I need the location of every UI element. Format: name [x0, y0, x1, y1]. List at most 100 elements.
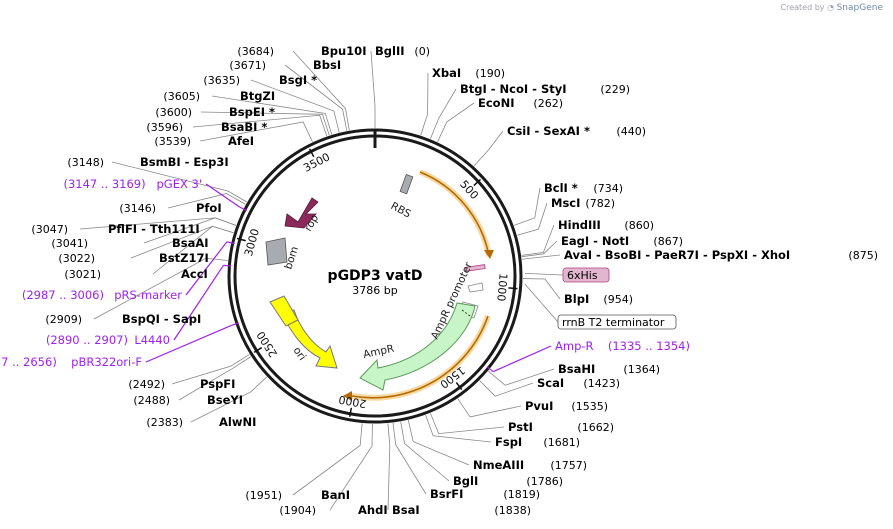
- primer-leader: [205, 183, 240, 208]
- enzyme-position: (1786): [526, 475, 563, 488]
- enzyme-name: PspFI: [200, 377, 235, 391]
- primer-name: pRS-marker: [114, 288, 182, 302]
- enzyme-leader: [329, 423, 373, 511]
- enzyme-leader: [517, 202, 548, 236]
- enzyme-site[interactable]: BglII(0): [375, 44, 430, 58]
- primer-site[interactable]: Amp-R(1335 .. 1354): [555, 339, 690, 353]
- enzyme-leader: [522, 254, 561, 260]
- primer-site[interactable]: L4440(2890 .. 2907): [46, 333, 170, 347]
- enzyme-site[interactable]: CsiI - SexAI *(440): [507, 124, 646, 138]
- primer-mark: [231, 322, 240, 327]
- enzyme-site[interactable]: (3635)BsgI *: [203, 73, 317, 87]
- enzyme-site[interactable]: (1904)AhdI: [279, 503, 387, 517]
- primer-range: (2890 .. 2907): [46, 333, 128, 347]
- enzyme-site[interactable]: (3671)BbsI: [229, 58, 341, 72]
- ori-feature[interactable]: [282, 309, 338, 369]
- enzyme-site[interactable]: (3146)PfoI: [119, 201, 221, 215]
- enzyme-position: (3041): [51, 237, 88, 250]
- feature-label: AmpR: [362, 343, 395, 361]
- enzyme-leader: [479, 380, 534, 397]
- enzyme-leader: [513, 187, 541, 226]
- callout-box: [557, 314, 677, 330]
- enzyme-site[interactable]: PvuI (1535): [525, 399, 608, 413]
- terminator-feature[interactable]: [467, 282, 484, 293]
- enzyme-leader: [284, 64, 348, 131]
- enzyme-position: (1535): [571, 400, 608, 413]
- enzyme-leader: [79, 217, 237, 230]
- ori-body: [269, 295, 299, 327]
- enzyme-site[interactable]: BsrFI(1819): [430, 487, 540, 501]
- enzyme-site[interactable]: XbaI(190): [432, 66, 505, 80]
- enzyme-site[interactable]: (1951)BanI: [245, 488, 350, 502]
- enzyme-position: (3596): [146, 121, 183, 134]
- enzyme-name: PfoI: [196, 201, 222, 215]
- enzyme-site[interactable]: (3539)AfeI: [154, 134, 254, 148]
- enzyme-name: PvuI: [525, 399, 553, 413]
- enzyme-site[interactable]: (2909)BspQI - SapI: [45, 312, 201, 326]
- enzyme-site[interactable]: (3022)BstZ17I: [58, 251, 208, 265]
- enzyme-leader: [392, 422, 427, 495]
- enzyme-position: (3021): [64, 268, 101, 281]
- enzyme-site[interactable]: (2383)AlwNI: [146, 415, 256, 429]
- enzyme-site[interactable]: (3600)BspEI *: [155, 105, 275, 119]
- enzyme-site[interactable]: (3605)BtgZI: [163, 89, 275, 103]
- enzyme-name: BbsI: [313, 58, 341, 72]
- enzyme-site[interactable]: HindIII(860): [558, 218, 654, 232]
- enzyme-leader: [171, 354, 250, 385]
- enzyme-leader: [387, 423, 391, 511]
- enzyme-site[interactable]: (3021)AccI: [64, 267, 207, 281]
- primer-site[interactable]: pRS-marker(2987 .. 3006): [22, 288, 182, 302]
- enzyme-site[interactable]: NmeAIII(1757): [473, 458, 587, 472]
- enzyme-site[interactable]: BlpI(954): [564, 292, 633, 306]
- enzyme-site[interactable]: BsaI(1838): [392, 503, 531, 517]
- primer-name: Amp-R: [555, 339, 594, 353]
- feature-callout[interactable]: 6xHis: [524, 267, 610, 283]
- enzyme-site[interactable]: (2492)PspFI: [128, 377, 235, 391]
- enzyme-name: XbaI: [432, 66, 461, 80]
- enzyme-name: AvaI - BsoBI - PaeR7I - PspXI - XhoI: [564, 248, 790, 262]
- enzyme-leader: [192, 114, 328, 137]
- ampr-gene-feature[interactable]: [359, 302, 476, 391]
- orf-arc[interactable]: [419, 171, 490, 257]
- tick-mark: [253, 346, 263, 354]
- enzyme-leader: [292, 423, 363, 496]
- enzyme-site[interactable]: MscI(782): [551, 196, 615, 210]
- enzyme-site[interactable]: ScaI(1423): [537, 376, 620, 390]
- enzyme-site[interactable]: (3148)BsmBI - Esp3I: [67, 155, 228, 169]
- enzyme-site[interactable]: BclI *(734): [544, 181, 623, 195]
- enzyme-leader: [292, 50, 350, 131]
- enzyme-name: BtgI - NcoI - StyI: [460, 82, 567, 96]
- enzyme-site[interactable]: EcoNI(262): [478, 96, 563, 110]
- enzyme-site[interactable]: PstI(1662): [508, 420, 614, 434]
- primer-site[interactable]: pGEX 3'(3147 .. 3169): [63, 177, 202, 191]
- enzyme-site[interactable]: EagI - NotI(867): [561, 234, 683, 248]
- primer-name: pGEX 3': [157, 177, 203, 191]
- enzyme-position: (2909): [45, 313, 82, 326]
- enzyme-site[interactable]: BtgI - NcoI - StyI (229): [460, 82, 630, 96]
- enzyme-leader: [200, 111, 330, 136]
- enzyme-name: BspEI *: [229, 105, 275, 119]
- his-tag-feature[interactable]: [464, 264, 486, 272]
- enzyme-site[interactable]: (2488)BseYI: [133, 393, 243, 407]
- enzyme-site[interactable]: (3596)BsaBI *: [146, 120, 267, 134]
- feature-callout[interactable]: rrnB T2 terminator: [524, 283, 677, 330]
- enzyme-leader: [199, 121, 313, 143]
- rbs-feature[interactable]: [399, 174, 414, 195]
- enzyme-site[interactable]: (3684)Bpu10I: [237, 44, 366, 58]
- enzyme-position: (229): [600, 83, 630, 96]
- bom-feature[interactable]: [265, 237, 288, 266]
- enzyme-leader: [250, 79, 340, 133]
- enzyme-site[interactable]: BsaHI(1364): [558, 362, 660, 376]
- primer-site[interactable]: pBR322ori-F(2637 .. 2656): [0, 355, 142, 369]
- enzyme-site[interactable]: FspI(1681): [495, 435, 580, 449]
- enzyme-leader: [190, 376, 268, 423]
- enzyme-site[interactable]: (3041)BsaAI: [51, 236, 208, 250]
- enzyme-site[interactable]: AvaI - BsoBI - PaeR7I - PspXI - XhoI(875…: [564, 248, 878, 262]
- enzyme-site[interactable]: (3047)PflFI - Tth111I: [31, 222, 199, 236]
- enzyme-name: BanI: [321, 488, 350, 502]
- primer-mark: [239, 206, 247, 212]
- enzyme-site[interactable]: BglI(1786): [453, 474, 563, 488]
- rop-feature[interactable]: [284, 197, 319, 229]
